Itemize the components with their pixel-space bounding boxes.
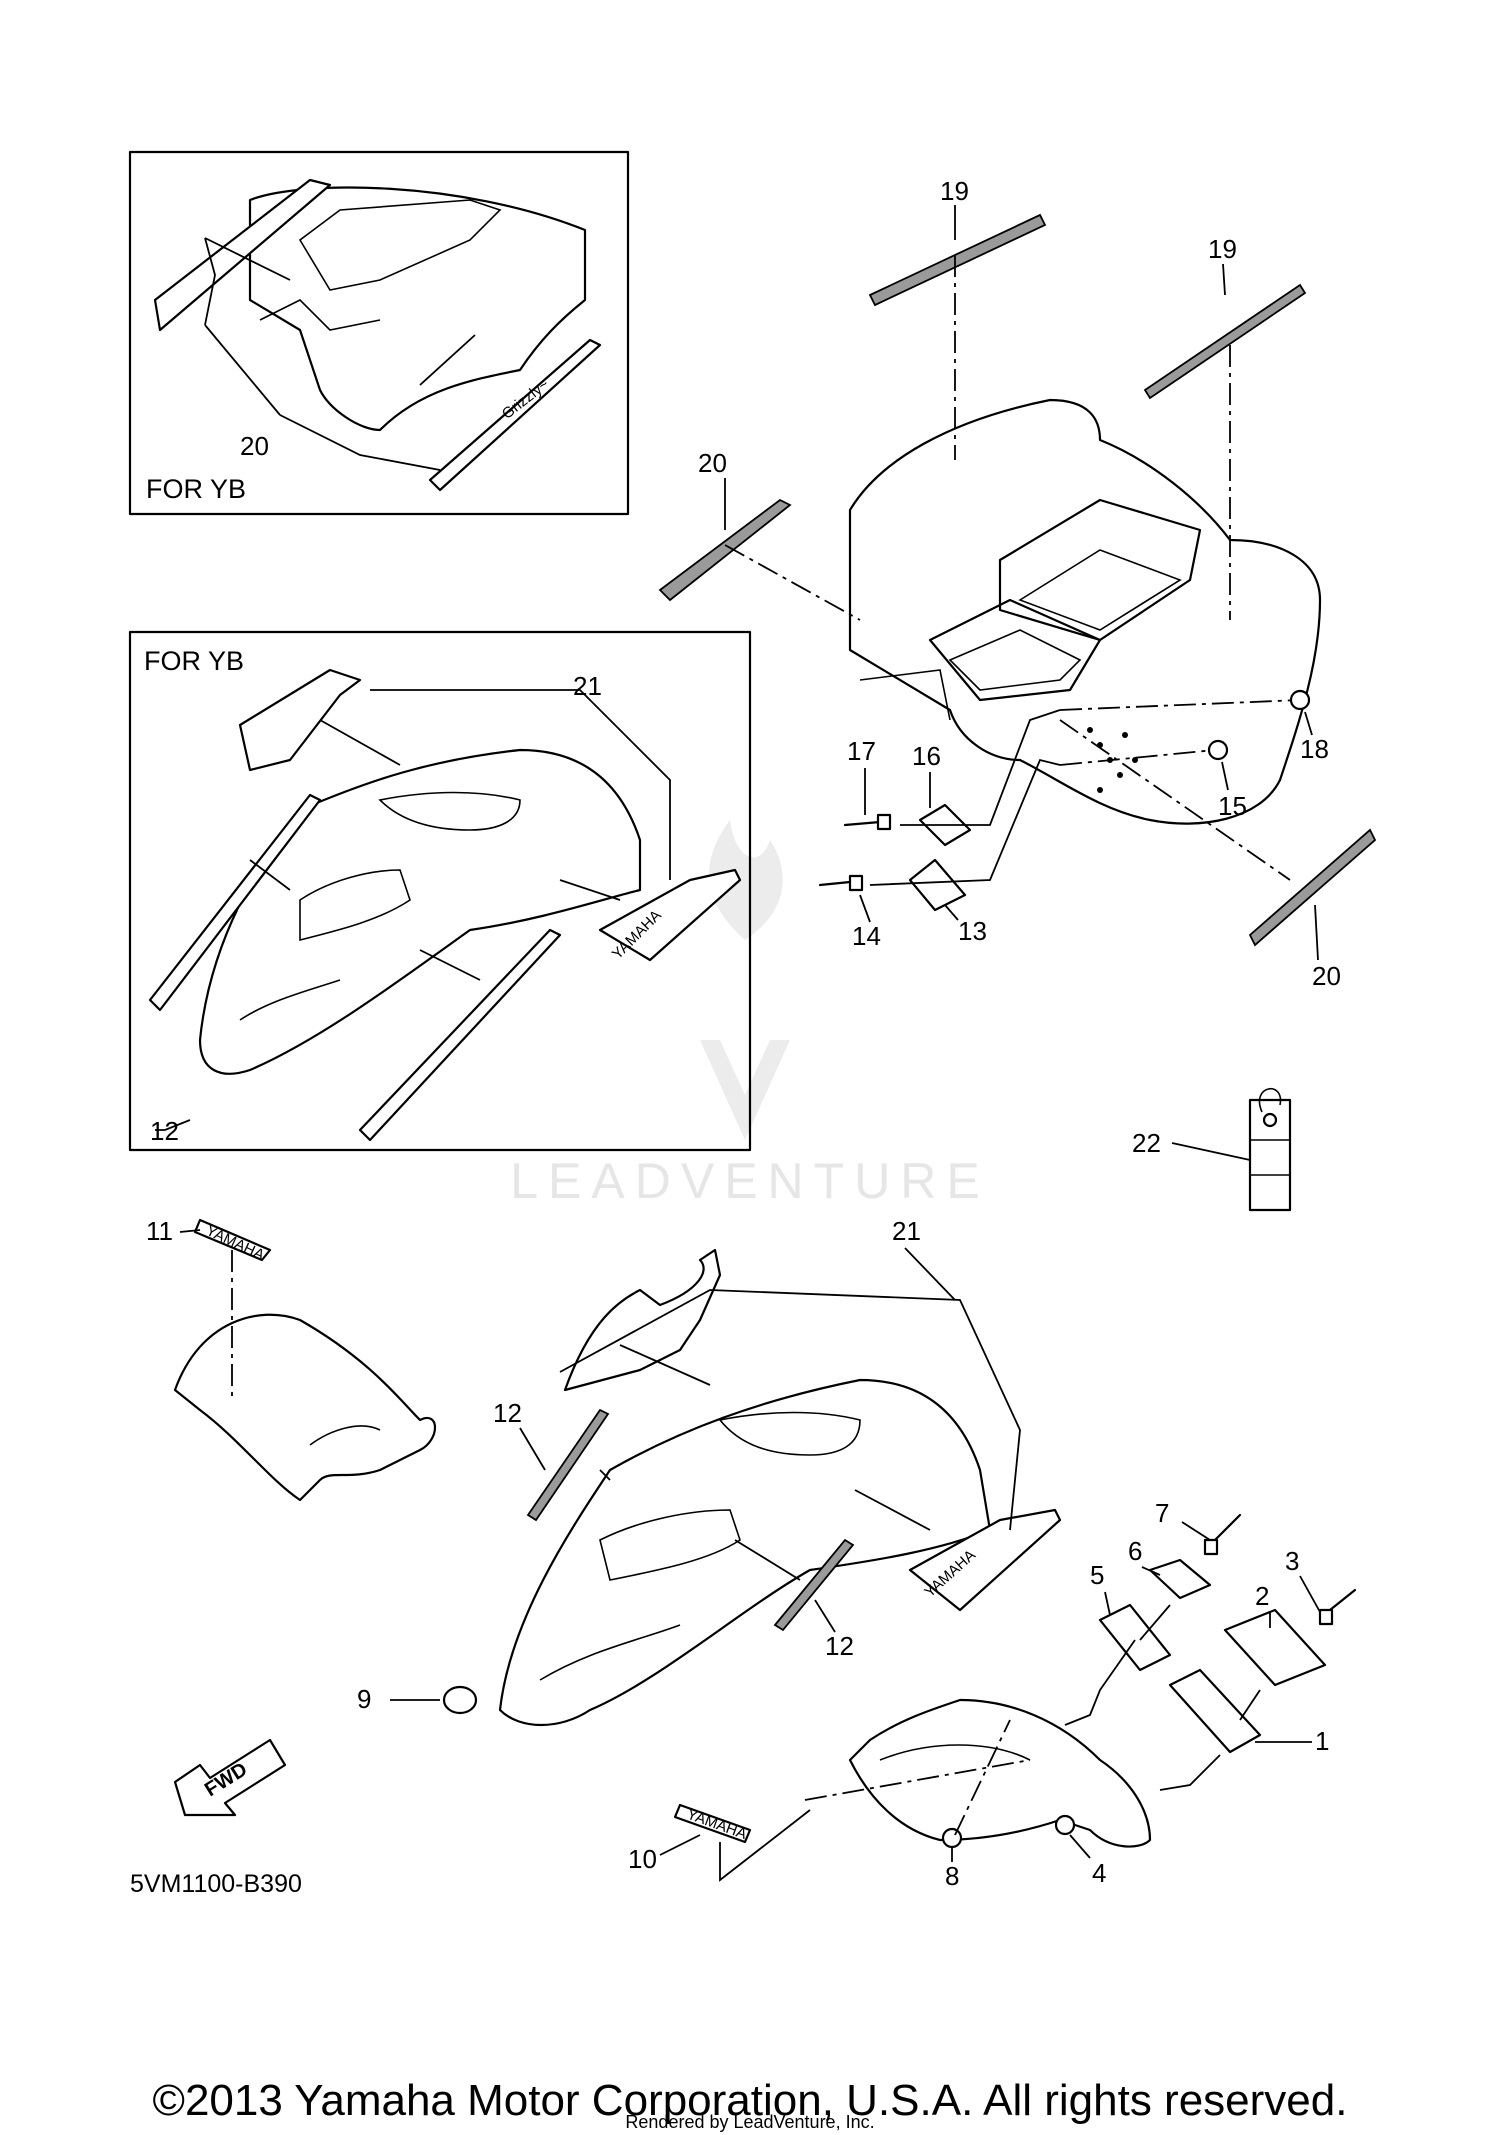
part-code: 5VM1100-B390: [130, 1870, 302, 1898]
callout-21-front: 21: [892, 1216, 921, 1246]
callout-20-right: 20: [1312, 961, 1341, 991]
inset-rear-fender-for-yb: FOR YB ~Grizzly~ 20: [128, 150, 630, 516]
callout-20-left: 20: [698, 448, 727, 478]
cover-with-yamaha-decal: YAMAHA 11: [146, 1216, 436, 1502]
fwd-arrow-icon: FWD: [173, 1738, 287, 1817]
callout-1: 1: [1315, 1726, 1329, 1756]
callout-11: 11: [146, 1216, 173, 1246]
copyright-notice: ©2013 Yamaha Motor Corporation, U.S.A. A…: [152, 2076, 1348, 2125]
svg-text:~Grizzly~: ~Grizzly~: [492, 376, 553, 429]
callout-18: 18: [1300, 734, 1329, 764]
callout-5: 5: [1090, 1560, 1104, 1590]
callout-6: 6: [1128, 1536, 1142, 1566]
label-tag: 22: [1132, 1088, 1292, 1212]
callout-12-inset: 12: [150, 1116, 179, 1146]
yamaha-decal-10: YAMAHA 10: [628, 1803, 811, 1882]
callout-3: 3: [1285, 1546, 1299, 1576]
callout-21-inset: 21: [573, 671, 602, 701]
callout-19-left: 19: [940, 176, 969, 206]
callout-8: 8: [945, 1861, 959, 1891]
inset-label-2: FOR YB: [144, 646, 244, 676]
callout-9: 9: [357, 1684, 371, 1714]
front-fender-assembly: YAMAHA 21 12 12 9: [357, 1216, 1062, 1726]
inset-front-fender-for-yb: FOR YB 21 12 YAMAHA: [128, 630, 752, 1152]
decal-text-11: YAMAHA: [203, 1222, 267, 1264]
callout-12-front-right: 12: [825, 1631, 854, 1661]
front-small-fender-assembly: 7 6 5 3 2 1 8 4: [804, 1498, 1357, 1891]
watermark-text: LEADVENTURE: [510, 1153, 990, 1209]
callout-22: 22: [1132, 1128, 1161, 1158]
callout-13: 13: [958, 916, 987, 946]
callout-15: 15: [1218, 791, 1247, 821]
callout-7: 7: [1155, 1498, 1169, 1528]
rear-fender-assembly: 19 19 20 20 17 16 14 13 18 15: [658, 176, 1377, 991]
callout-17: 17: [847, 736, 876, 766]
rendered-by-credit: Rendered by LeadVenture, Inc.: [625, 2112, 875, 2132]
leadventure-watermark: LEADVENTURE: [510, 820, 990, 1209]
inset-label: FOR YB: [146, 474, 246, 504]
callout-14: 14: [852, 921, 881, 951]
callout-10: 10: [628, 1844, 657, 1874]
callout-12-front-left: 12: [493, 1398, 522, 1428]
callout-19-right: 19: [1208, 234, 1237, 264]
callout-4: 4: [1092, 1858, 1106, 1888]
callout-2: 2: [1255, 1581, 1269, 1611]
callout-20-inset: 20: [240, 431, 269, 461]
callout-16: 16: [912, 741, 941, 771]
